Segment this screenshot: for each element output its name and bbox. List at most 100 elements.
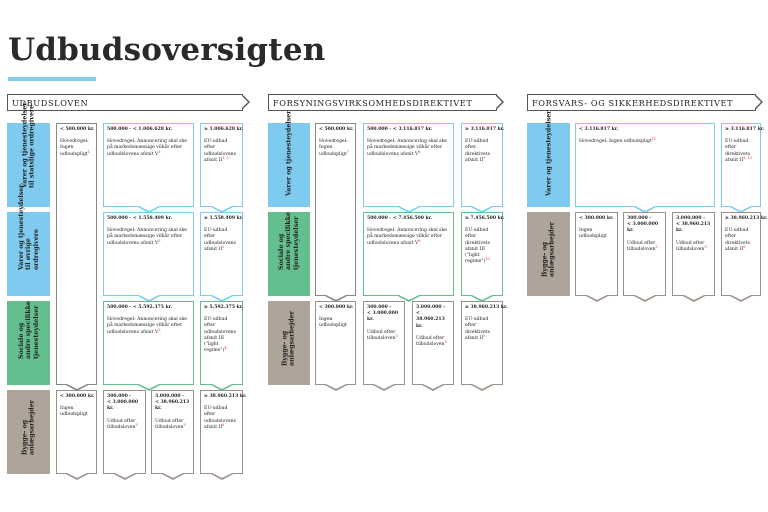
- threshold-box: 500.000 - < 1.558.409 kr. Hovedregel: An…: [103, 212, 194, 302]
- threshold-box: ≥ 38.960.213 kr. EU-udbud efter direktiv…: [461, 301, 508, 391]
- rule-text: EU-udbud efter direktivets afsnit II: [465, 317, 490, 341]
- footnote-ref: 10: [485, 257, 490, 262]
- footnote-ref: 9: [483, 155, 486, 160]
- rule-text: Hovedregel: Annoncering skal ske på mark…: [107, 139, 188, 157]
- category-label: Bygge- og anlægsarbejder: [541, 222, 556, 278]
- rule-text: Hovedregel: Ingen udbudspligt: [319, 139, 348, 157]
- category-construction: Bygge- og anlægsarbejder: [268, 301, 310, 385]
- footnote-ref: 11: [651, 137, 657, 142]
- footnote-ref: 2: [222, 244, 225, 249]
- threshold-label: 3.000.000 - < 38.960.213 kr.: [155, 394, 190, 412]
- threshold-label: ≥ 38.960.213 kr.: [725, 216, 768, 221]
- section-heading: FORSYNINGSVIRKSOMHEDSDIREKTIVET: [273, 98, 473, 108]
- category-label: Sociale og andre specifikke tjenesteydel…: [17, 300, 40, 359]
- footnote-ref: 9: [743, 244, 746, 249]
- rule-text: EU-udbud efter udbudslovens afsnit II: [204, 139, 236, 163]
- section-header-forsyning: FORSYNINGSVIRKSOMHEDSDIREKTIVET: [268, 94, 504, 111]
- threshold-box: ≥ 1.006.628 kr. EU-udbud efter udbudslov…: [200, 123, 243, 213]
- threshold-box: < 300.000 kr. Ingen udbudspligt: [56, 390, 97, 480]
- threshold-label: < 500.000 kr.: [319, 127, 354, 132]
- footnote-ref: 6: [222, 422, 225, 427]
- rule-text: Hovedregel: Annoncering skal ske på mark…: [107, 317, 188, 335]
- rule-text: Hovedregel: Annoncering skal ske på mark…: [107, 228, 188, 246]
- rule-text: Hovedregel: Annoncering skal ske på mark…: [367, 228, 448, 246]
- threshold-box: 500.000 - < 5.592.375 kr. Hovedregel: An…: [103, 301, 194, 391]
- threshold-label: 500.000 - < 3.116.817 kr.: [367, 127, 433, 132]
- threshold-label: ≥ 7.456.500 kr.: [465, 216, 505, 221]
- category-label: Sociale og andre specifikke tjenesteydel…: [277, 211, 300, 270]
- footnote-ref: 5: [395, 333, 398, 338]
- threshold-label: 500.000 - < 7.456.500 kr.: [367, 216, 433, 221]
- rule-text: Udbud efter tilbudsloven: [416, 335, 445, 348]
- threshold-label: < 300.000 kr.: [579, 216, 614, 221]
- threshold-label: ≥ 1.558.409 kr.: [204, 216, 244, 221]
- section-header-udbudsloven: UDBUDSLOVEN: [7, 94, 250, 111]
- footnote-ref: 4: [224, 346, 227, 351]
- footnote-ref: 5: [704, 244, 707, 249]
- category-goods-services-state: Varer og tjenesteydelser til statslige o…: [7, 103, 50, 207]
- threshold-label: 3.000.000 - < 38.960.213 kr.: [416, 305, 446, 329]
- footnote-ref: 1, 2: [222, 155, 229, 160]
- title-underline: [8, 77, 96, 81]
- threshold-label: < 3.116.817 kr.: [579, 127, 619, 132]
- threshold-box: ≥ 38.960.213 kr. EU-udbud efter direktiv…: [721, 212, 768, 302]
- section-heading: UDBUDSLOVEN: [12, 98, 89, 108]
- rule-text: EU-udbud efter direktivets afsnit III ("…: [465, 228, 490, 265]
- threshold-label: < 300.000 kr.: [319, 305, 354, 310]
- footnote-ref: 5: [444, 340, 447, 345]
- footnote-ref: 3: [158, 238, 161, 243]
- threshold-label: 500.000 - < 5.592.375 kr.: [107, 305, 173, 310]
- rule-text: EU-udbud efter direktivets afsnit II: [725, 139, 750, 163]
- rule-text: Hovedregel: Annoncering skal ske på mark…: [367, 139, 448, 157]
- footnote-ref: 8: [418, 149, 421, 154]
- threshold-box: 300.000 - < 3.000.000 kr. Udbud efter ti…: [363, 301, 405, 391]
- footnote-ref: 5: [655, 244, 658, 249]
- threshold-label: 300.000 - < 3.000.000 kr.: [107, 394, 139, 412]
- section-header-forsvar: FORSVARS- OG SIKKERHEDSDIREKTIVET: [527, 94, 763, 111]
- rule-text: EU-udbud efter udbudslovens afsnit III (…: [204, 317, 236, 354]
- rule-text: Hovedregel: Ingen udbudspligt: [60, 139, 89, 157]
- rule-text: Ingen udbudspligt: [319, 317, 347, 329]
- category-social-services: Sociale og andre specifikke tjenesteydel…: [268, 212, 310, 296]
- threshold-label: ≥ 38.960.213 kr.: [204, 394, 247, 399]
- threshold-label: < 500.000 kr.: [60, 127, 95, 132]
- footnote-ref: 3: [158, 149, 161, 154]
- threshold-box: 500.000 - < 7.456.500 kr. Hovedregel: An…: [363, 212, 454, 302]
- category-goods-services: Varer og tjenesteydelser: [527, 110, 570, 207]
- rule-text: Udbud efter tilbudsloven: [627, 240, 656, 252]
- threshold-label: ≥ 38.960.213 kr.: [465, 305, 508, 310]
- rule-text: Udbud efter tilbudsloven: [107, 418, 136, 430]
- footnote-ref: 5: [135, 422, 138, 427]
- threshold-label: 300.000 - < 3.000.000 kr.: [367, 305, 399, 323]
- category-social-services: Sociale og andre specifikke tjenesteydel…: [7, 301, 50, 385]
- footnote-ref: 9, 12: [743, 155, 753, 160]
- threshold-box: 500.000 - < 1.006.628 kr. Hovedregel: An…: [103, 123, 194, 213]
- rule-text: EU-udbud efter direktivets afsnit II: [465, 139, 490, 163]
- category-goods-services: Varer og tjenesteydelser: [268, 110, 310, 207]
- rule-text: EU-udbud efter direktivets afsnit II: [725, 228, 750, 252]
- rule-text: Udbud efter tilbudsloven: [367, 329, 396, 341]
- threshold-box: ≥ 38.960.213 kr. EU-udbud efter udbudslo…: [200, 390, 247, 480]
- threshold-box: < 3.116.817 kr. Hovedregel: Ingen udbuds…: [575, 123, 715, 213]
- threshold-box: ≥ 3.116.817 kr. EU-udbud efter direktive…: [461, 123, 505, 213]
- threshold-label: ≥ 3.116.817 kr.: [725, 127, 765, 132]
- threshold-box: 3.000.000 - < 38.960.213 kr. Udbud efter…: [412, 301, 454, 391]
- rule-text: Ingen udbudspligt: [60, 406, 88, 418]
- threshold-box: 300.000 - < 3.000.000 kr. Udbud efter ti…: [623, 212, 666, 302]
- section-heading: FORSVARS- OG SIKKERHEDSDIREKTIVET: [532, 98, 734, 108]
- footnote-ref: 7: [346, 149, 349, 154]
- rule-text: EU-udbud efter udbudslovens afsnit II: [204, 228, 236, 252]
- threshold-box: < 300.000 kr. Ingen udbudspligt: [575, 212, 618, 302]
- rule-text: Udbud efter tilbudsloven: [676, 240, 705, 252]
- threshold-box: 3.000.000 - < 38.960.213 kr. Udbud efter…: [151, 390, 194, 480]
- threshold-label: ≥ 3.116.817 kr.: [465, 127, 505, 132]
- category-construction: Bygge- og anlægsarbejder: [7, 390, 50, 474]
- threshold-box: ≥ 5.592.375 kr. EU-udbud efter udbudslov…: [200, 301, 244, 391]
- threshold-box: 3.000.000 - < 38.960.213 kr. Udbud efter…: [672, 212, 715, 302]
- threshold-label: ≥ 5.592.375 kr.: [204, 305, 244, 310]
- rule-text: Hovedregel: Ingen udbudspligt: [579, 139, 652, 145]
- category-label: Varer og tjenesteydelser til statslige o…: [21, 102, 36, 189]
- threshold-label: 300.000 - < 3.000.000 kr.: [627, 216, 659, 234]
- footnote-ref: 5: [183, 422, 186, 427]
- threshold-box: 300.000 - < 3.000.000 kr. Udbud efter ti…: [103, 390, 146, 480]
